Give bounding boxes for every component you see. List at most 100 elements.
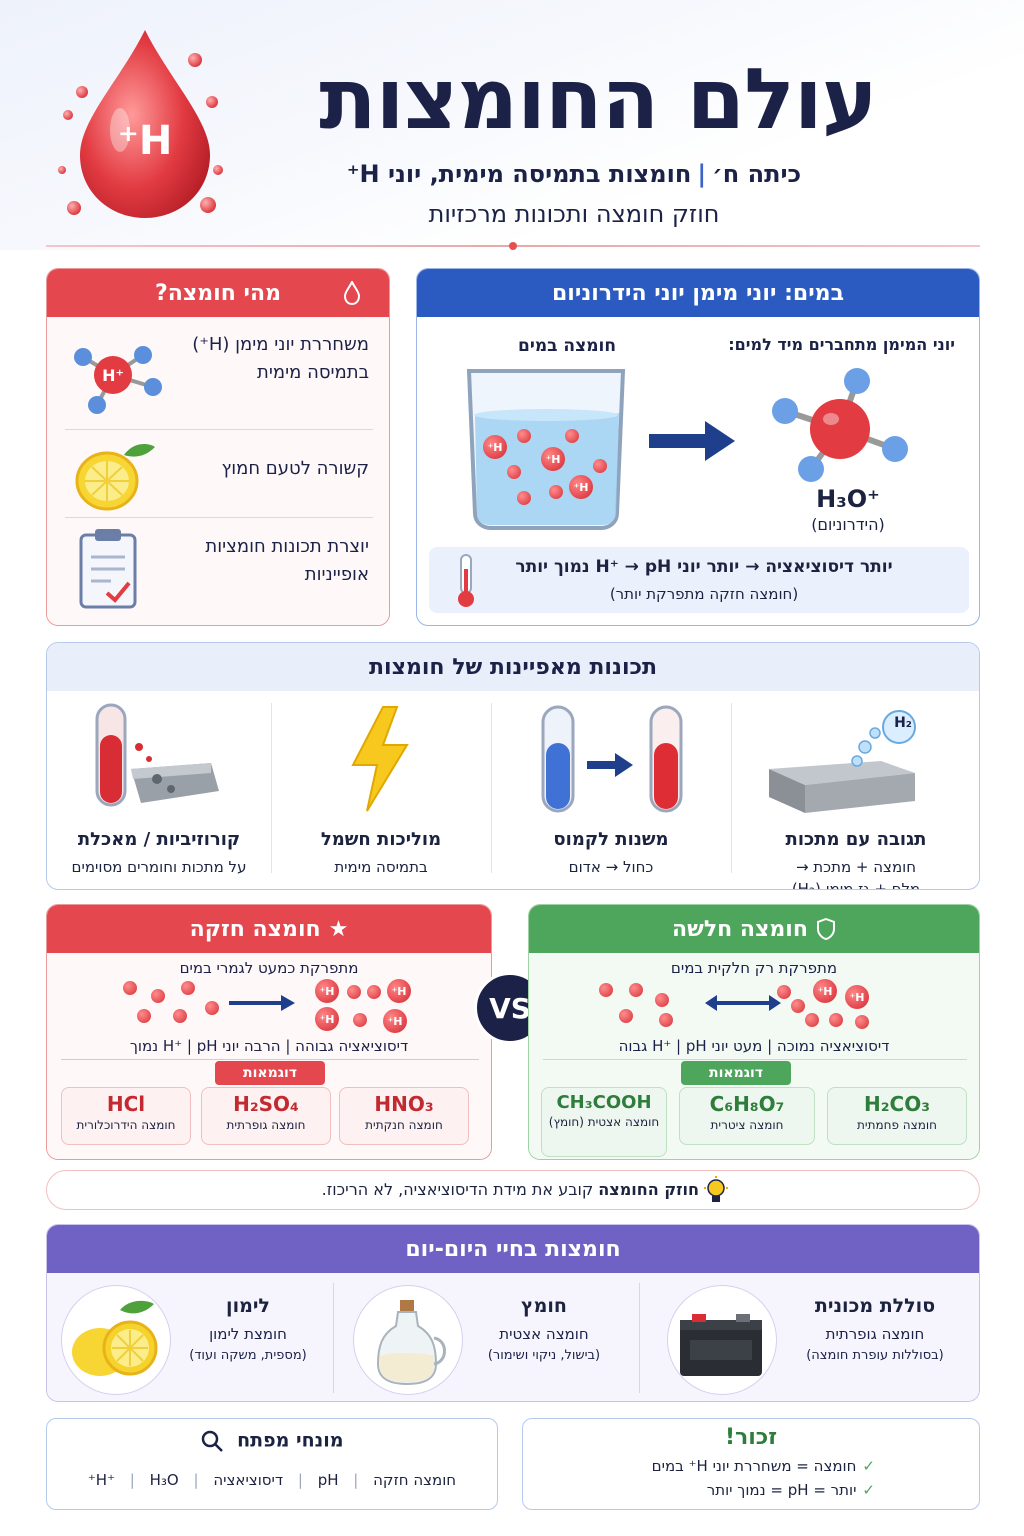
daily-life-title: חומצות בחיי היום-יום [405,1236,621,1262]
strong-example-2-name: חומצה גופרתית [226,1118,306,1132]
weak-example-2-name: חומצה ציטרית [710,1118,784,1132]
what-is-item-3: יוצרת תכונות חומציות אופייניות [159,533,369,589]
property-corrosive: קורוזיביות / מאכלת על מתכות וחומרים מסוי… [47,699,271,879]
arrow-right-icon [649,421,735,461]
daily-vinegar-title: חומץ [521,1295,567,1317]
litmus-tubes-icon [541,705,683,813]
what-is-acid-title: מהי חומצה? [155,280,281,306]
strong-acid-desc: מתפרקת כמעט לגמרי במים [179,959,359,977]
properties-card: תכונות מאפיינות של חומצות קורוזיביות / מ… [46,642,980,890]
weak-acid-card: חומצה חלשה מתפרקת רק חלקית במים H⁺ H⁺ די… [528,904,980,1160]
strong-example-3-name: חומצה הידרוכלורית [76,1118,176,1132]
daily-lemon-sub2: (מספית, משקה ועוד) [189,1347,307,1363]
daily-lemon-title: לימון [226,1295,270,1317]
strong-example-2: H₂SO₄ חומצה גופרתית [201,1087,331,1145]
remember-line-1: ✓חומצה = משחררת יוני H⁺ במים [555,1457,875,1475]
weak-example-1: H₂CO₃ חומצה פחמתית [827,1087,967,1145]
weak-example-2: C₆H₈O₇ חומצה ציטרית [679,1087,815,1145]
weak-example-3: CH₃COOH חומצה אצטית (חומץ) [541,1087,667,1157]
h-ion: H⁺ [845,985,869,1009]
term-dissociation: דיסוציאציה [213,1471,284,1489]
h-ion: H⁺ [315,1007,339,1031]
property-metal-sub2: מלח + גז מימן (H₂) [791,880,921,890]
shield-icon [816,918,835,940]
daily-vinegar-sub2: (בישול, ניקוי ושימור) [487,1347,601,1363]
particle [517,491,531,505]
drop-label: H⁺ [117,118,173,164]
term-hydronium: H₃O⁺ [87,1471,179,1489]
strong-acid-stats: דיסוציאציה גבוהה | הרבה יוני H⁺ | pH נמו… [129,1037,409,1055]
strong-acid-card: ★ חומצה חזקה מתפרקת כמעט לגמרי במים H⁺ H… [46,904,492,1160]
h-ion-3: H⁺ [569,475,593,499]
arrow-right-icon [229,995,295,1011]
daily-life-header: חומצות בחיי היום-יום [47,1225,979,1273]
property-conductivity-title: מוליכות חשמל [320,829,442,850]
search-icon [202,1430,224,1452]
what-is-acid-card: מהי חומצה? משחררת יוני מימן (H⁺) בתמיסה … [46,268,390,626]
daily-item-vinegar: חומץ חומצה אצטית (בישול, ניקוי ושימור) [459,1295,629,1365]
vinegar-bottle-icon [376,1300,446,1386]
weak-example-3-name: חומצה אצטית (חומץ) [548,1115,660,1129]
dissociation-info-line: יותר דיסוציאציה → יותר יוני H⁺ → pH נמוך… [515,557,893,577]
h-ion-2: H⁺ [541,447,565,471]
strong-example-3: HCl חומצה הידרוכלורית [61,1087,191,1145]
hydronium-formula: H₃O⁺ [816,485,880,513]
weak-example-1-formula: H₂CO₃ [864,1092,930,1116]
remember-card: זכור! ✓חומצה = משחררת יוני H⁺ במים ✓יותר… [522,1418,980,1510]
svg-text:H⁺: H⁺ [102,366,124,385]
h-ion-1: H⁺ [483,435,507,459]
weak-example-1-name: חומצה פחמתית [857,1118,937,1132]
strong-example-1-formula: HNO₃ [374,1092,434,1116]
h-ion: H⁺ [813,979,837,1003]
metal-bar-icon [769,710,916,813]
h-ion: H⁺ [387,979,411,1003]
strong-acid-header: ★ חומצה חזקה [47,905,491,953]
daily-vinegar-sub1: חומצה אצטית [499,1325,589,1343]
lemon-image [61,1285,171,1395]
dissociation-info-sub: (חומצה חזקה מתפרקת יותר) [609,585,799,603]
lightbulb-icon [704,1176,728,1202]
strength-note: חוזק החומצה קובע את מידת הדיסוציאציה, לא… [46,1170,980,1210]
property-corrosive-sub: על מתכות וחומרים מסוימים [71,858,247,876]
strong-example-1: HNO₃ חומצה חנקתית [339,1087,469,1145]
property-litmus-title: משנות לקמוס [553,829,669,850]
header-divider [46,245,980,247]
vinegar-image [353,1285,463,1395]
term-strong-acid: חומצה חזקה [373,1471,457,1489]
h-ion: H⁺ [315,979,339,1003]
thermometer-icon [458,554,474,607]
hydrogen-drop-icon [58,30,223,218]
strong-acid-title: חומצה חזקה [189,916,321,942]
remember-title: זכור! [724,1425,778,1450]
properties-header: תכונות מאפיינות של חומצות [47,643,979,691]
what-is-item-3-line1: יוצרת תכונות חומציות [205,536,369,557]
property-metal-reaction: H₂ תגובה עם מתכות חומצה + מתכת → מלח + ג… [731,699,979,889]
daily-battery-sub2: (בסוללות עופרת חומצה) [806,1347,944,1363]
weak-acid-desc: מתפרקת רק חלקית במים [670,959,838,977]
what-is-acid-header: מהי חומצה? [47,269,389,317]
particle [507,465,521,479]
dissociation-info-box: יותר דיסוציאציה → יותר יוני H⁺ → pH נמוך… [429,547,969,613]
key-terms-card: מונחי מפתח חומצה חזקה | pH | דיסוציאציה … [46,1418,498,1510]
strength-note-text: חוזק החומצה קובע את מידת הדיסוציאציה, לא… [322,1180,699,1199]
hydrogen-joins-water-label: יוני המימן מתחברים מיד למים: [728,335,955,354]
property-litmus: משנות לקמוס כחול → אדום [491,699,731,879]
property-corrosive-title: קורוזיביות / מאכלת [77,829,241,850]
in-water-header: במים: יוני מימן יוני הידרוניום [417,269,979,317]
page-title: עולם החומצות [319,50,877,148]
lemon-icon [72,1300,158,1376]
daily-item-battery: סוללת מכונית חומצה גופרתית (בסוללות עופר… [785,1295,965,1365]
key-terms-heading: מונחי מפתח [47,1429,497,1453]
remember-line-2-text: יותר = pH = נמוך יותר [706,1481,857,1499]
weak-example-3-formula: CH₃COOH [556,1092,652,1113]
in-water-title: במים: יוני מימן יוני הידרוניום [551,280,845,306]
term-ph: pH [317,1471,339,1489]
drop-icon [343,281,361,305]
particle [593,459,607,473]
what-is-item-3-line2: אופייניות [304,563,369,585]
hydronium-name: (הידרוניום) [811,515,885,534]
weak-acid-header: חומצה חלשה [529,905,979,953]
property-metal-sub1: חומצה + מתכת → [795,858,917,876]
weak-example-2-formula: C₆H₈O₇ [709,1092,785,1116]
star-icon: ★ [328,916,349,942]
